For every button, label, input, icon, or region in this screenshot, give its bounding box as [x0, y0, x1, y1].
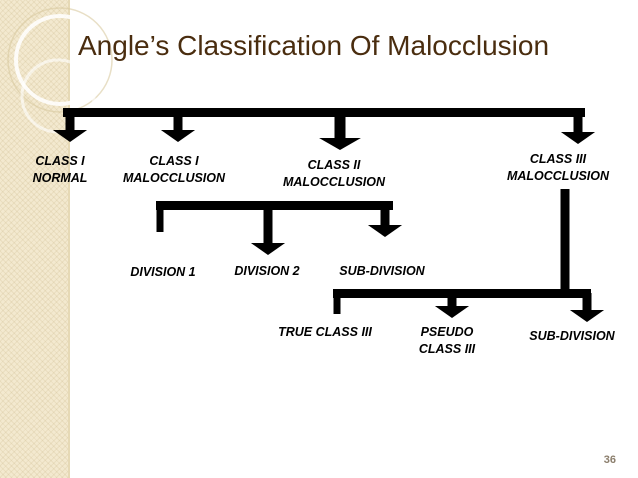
node-line: MALOCCLUSION	[506, 169, 610, 183]
node-true-class-iii: TRUE CLASS III	[270, 324, 380, 341]
node-line: MALOCCLUSION	[122, 171, 226, 185]
arrow-head	[367, 225, 403, 237]
arrow-head	[52, 130, 88, 142]
arrow-shaft	[334, 112, 346, 138]
node-line: MALOCCLUSION	[282, 175, 386, 189]
node-division-1: DIVISION 1	[118, 264, 208, 281]
page-number: 36	[603, 454, 616, 466]
node-class-ii-subdivision: SUB-DIVISION	[332, 263, 432, 280]
arrow-shaft	[380, 205, 390, 225]
arrow-head	[560, 132, 596, 144]
node-pseudo-class-iii: PSEUDO CLASS III	[412, 324, 482, 358]
node-class-i-malocclusion: CLASS I MALOCCLUSION	[112, 153, 236, 187]
arrow-shaft	[263, 205, 273, 243]
node-class-ii-malocclusion: CLASS II MALOCCLUSION	[270, 157, 398, 191]
connector-stem	[156, 203, 164, 232]
arrow-head	[250, 243, 286, 255]
arrow-head	[569, 310, 605, 322]
slide-title: Angle’s Classification Of Malocclusion	[78, 30, 550, 61]
arrow-shaft	[65, 112, 75, 130]
arrow-head	[160, 130, 196, 142]
arrow-shaft	[447, 293, 457, 306]
node-line: CLASS II	[307, 158, 361, 172]
node-class-i-normal: CLASS I NORMAL	[24, 153, 96, 187]
arrow-shaft	[573, 112, 583, 132]
arrow-shaft	[173, 112, 183, 130]
node-line: DIVISION 1	[130, 265, 196, 279]
node-line: CLASS III	[418, 342, 476, 356]
connector-bar	[63, 108, 585, 117]
node-line: CLASS I	[149, 154, 199, 168]
connector-bar	[333, 289, 591, 298]
arrow-head	[434, 306, 470, 318]
node-line: SUB-DIVISION	[339, 264, 425, 278]
node-class-iii-malocclusion: CLASS III MALOCCLUSION	[494, 151, 622, 185]
node-line: TRUE CLASS III	[278, 325, 372, 339]
side-band-edge	[68, 0, 70, 478]
connector-bar	[156, 201, 393, 210]
node-line: CLASS I	[35, 154, 85, 168]
node-line: CLASS III	[529, 152, 587, 166]
node-line: DIVISION 2	[234, 264, 300, 278]
arrow-head	[319, 138, 361, 150]
node-line: SUB-DIVISION	[529, 329, 615, 343]
node-line: NORMAL	[32, 171, 88, 185]
node-line: PSEUDO	[420, 325, 474, 339]
node-class-iii-subdivision: SUB-DIVISION	[520, 328, 624, 345]
connector-stem	[333, 293, 341, 314]
node-division-2: DIVISION 2	[224, 263, 310, 280]
connector-stem	[560, 189, 570, 294]
arrow-shaft	[582, 293, 592, 310]
